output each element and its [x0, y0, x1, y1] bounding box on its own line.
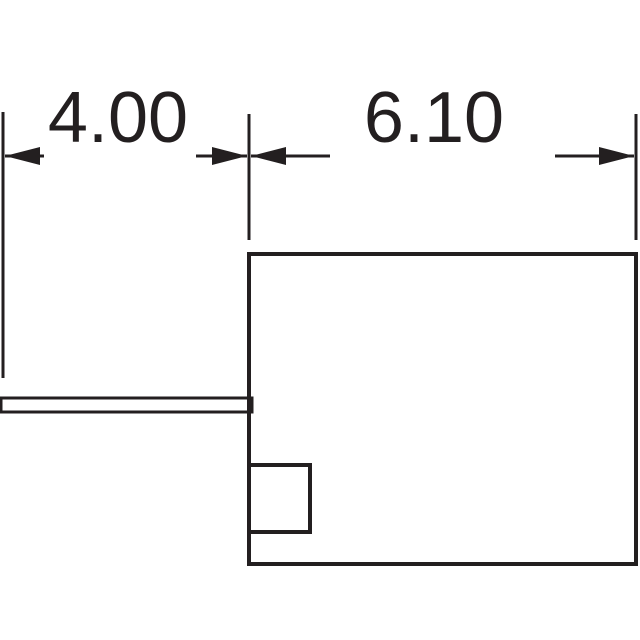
arrowhead-icon — [5, 147, 40, 165]
component-pad — [247, 463, 312, 534]
component-pin — [0, 396, 254, 414]
component-body — [247, 252, 638, 566]
dimension-6-10: 6.10 — [251, 78, 634, 165]
arrowhead-icon — [599, 147, 634, 165]
dimension-label-right: 6.10 — [364, 78, 504, 158]
dimension-label-left: 4.00 — [48, 78, 188, 158]
arrowhead-icon — [251, 147, 286, 165]
dimension-4-00: 4.00 — [5, 78, 247, 165]
arrowhead-icon — [212, 147, 247, 165]
